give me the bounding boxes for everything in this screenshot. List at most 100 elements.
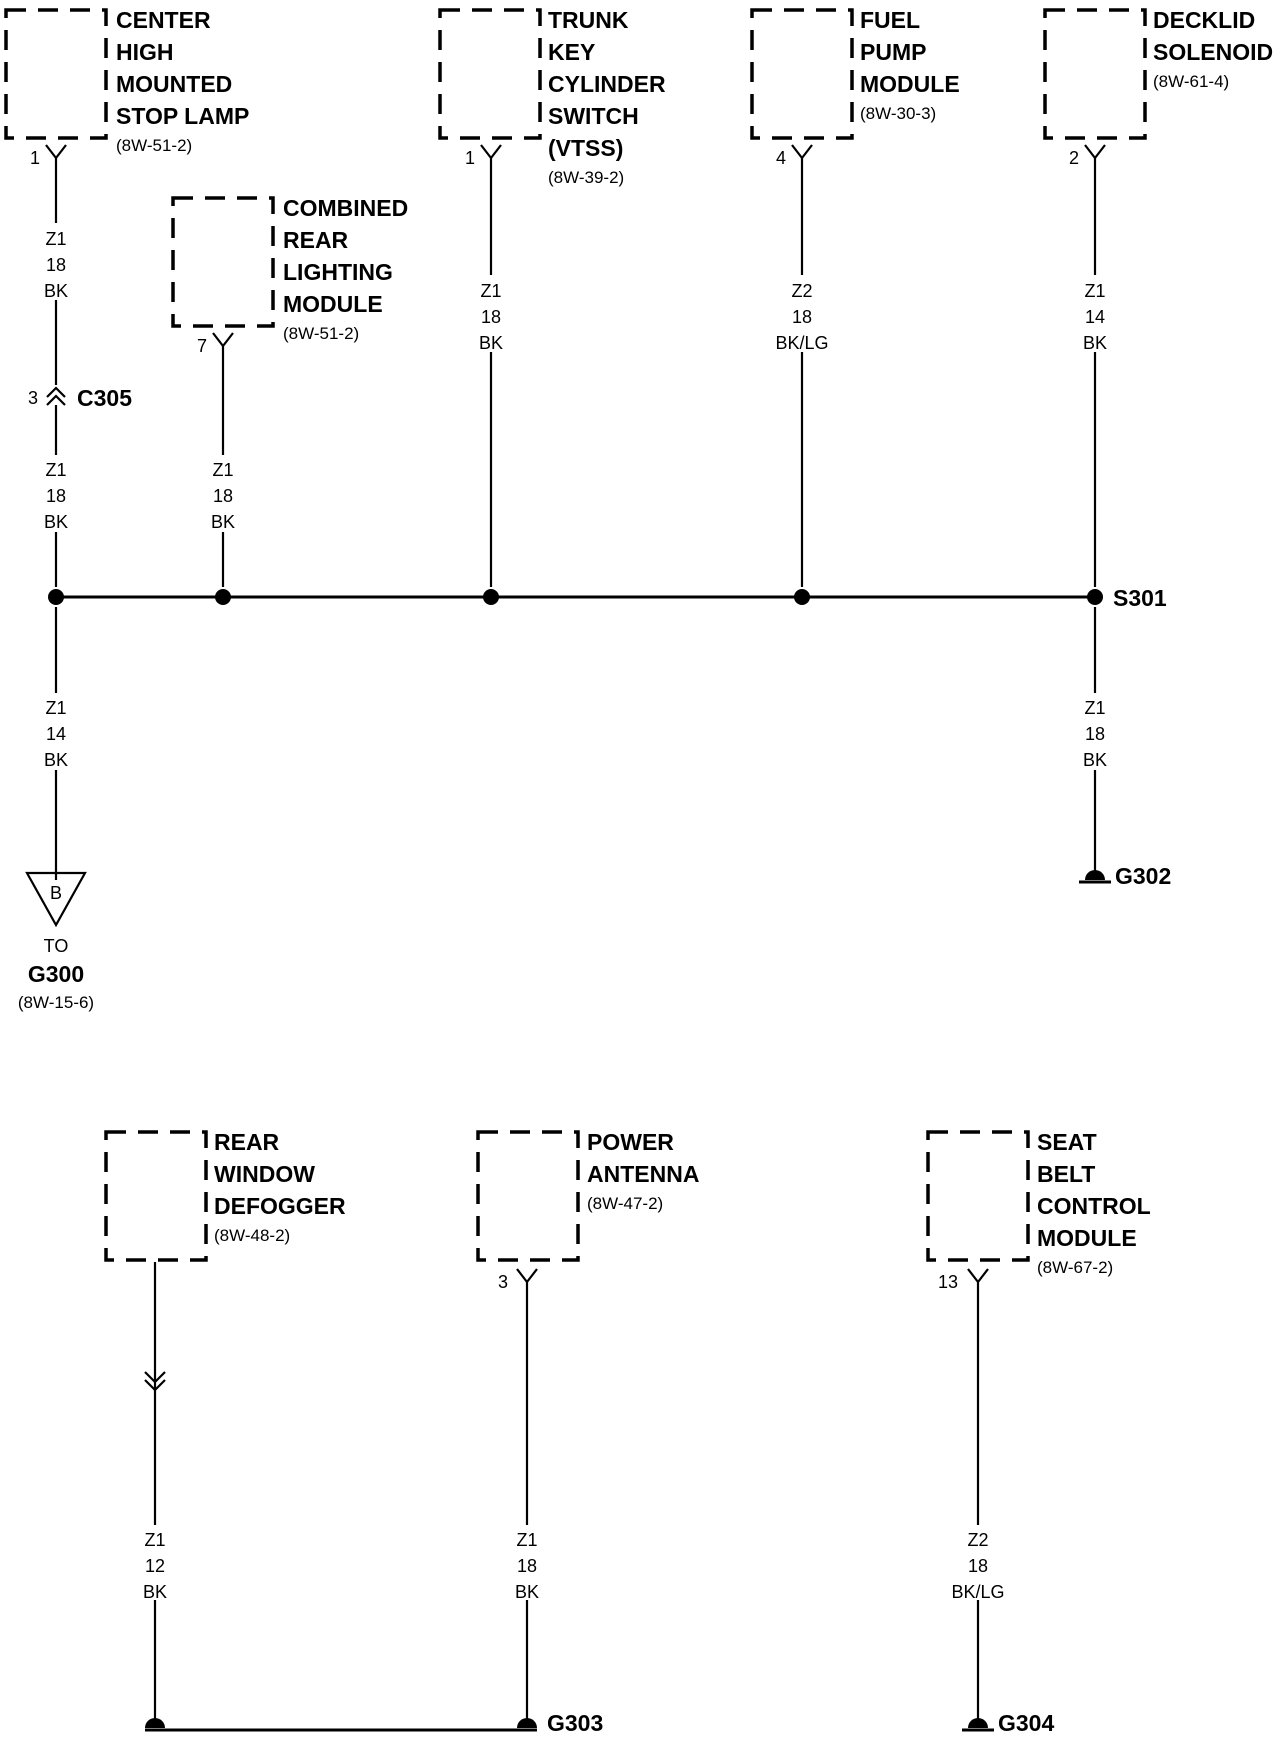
decklid-solenoid-box [1043,8,1147,140]
splice-s301: S301 [48,585,1167,611]
wire-codes-bottom: Z1 12 BK Z1 18 BK Z2 18 BK/LG [143,1530,1005,1602]
svg-text:G303: G303 [547,1710,603,1736]
svg-text:14: 14 [1085,307,1105,327]
combined-rear-lighting-module-box [171,196,275,328]
svg-text:(8W-15-6): (8W-15-6) [18,993,94,1012]
svg-text:(VTSS): (VTSS) [548,135,623,161]
svg-text:CONTROL: CONTROL [1037,1193,1151,1219]
svg-text:18: 18 [481,307,501,327]
svg-text:SWITCH: SWITCH [548,103,639,129]
svg-text:18: 18 [46,486,66,506]
svg-text:Z1: Z1 [212,460,233,480]
svg-text:14: 14 [46,724,66,744]
svg-text:TRUNK: TRUNK [548,7,629,33]
svg-text:BELT: BELT [1037,1161,1095,1187]
svg-text:BK/LG: BK/LG [951,1582,1004,1602]
svg-text:BK: BK [44,512,68,532]
svg-text:SOLENOID: SOLENOID [1153,39,1273,65]
svg-text:MODULE: MODULE [1037,1225,1137,1251]
svg-text:(8W-30-3): (8W-30-3) [860,104,936,123]
svg-text:BK: BK [211,512,235,532]
seatbelt-label: SEAT BELT CONTROL MODULE (8W-67-2) [1037,1129,1151,1277]
svg-text:PUMP: PUMP [860,39,926,65]
pin-connectors-bottom: 3 13 [498,1268,989,1292]
svg-text:G304: G304 [998,1710,1054,1736]
svg-text:(8W-51-2): (8W-51-2) [283,324,359,343]
svg-text:Z1: Z1 [45,698,66,718]
svg-text:Z2: Z2 [791,281,812,301]
svg-text:BK: BK [44,750,68,770]
seat-belt-control-module-box [926,1130,1030,1262]
svg-text:(8W-39-2): (8W-39-2) [548,168,624,187]
svg-text:B: B [50,883,62,903]
ground-g303: G303 [145,1710,603,1736]
svg-text:BK: BK [1083,750,1107,770]
svg-text:Z1: Z1 [144,1530,165,1550]
svg-text:SEAT: SEAT [1037,1129,1097,1155]
svg-text:DEFOGGER: DEFOGGER [214,1193,346,1219]
svg-text:Z1: Z1 [480,281,501,301]
svg-text:BK: BK [479,333,503,353]
svg-text:18: 18 [792,307,812,327]
svg-text:1: 1 [465,148,475,168]
svg-text:MODULE: MODULE [283,291,383,317]
svg-text:(8W-67-2): (8W-67-2) [1037,1258,1113,1277]
wire-codes-top: Z1 18 BK Z1 18 BK Z1 18 BK Z1 18 BK Z2 1… [44,229,1107,770]
connector-c305: 3 C305 [28,385,132,411]
ground-g304: G304 [962,1710,1054,1736]
svg-text:7: 7 [197,336,207,356]
ground-g302: G302 [1079,863,1171,889]
svg-text:TO: TO [44,936,69,956]
svg-text:(8W-48-2): (8W-48-2) [214,1226,290,1245]
svg-text:MOUNTED: MOUNTED [116,71,232,97]
svg-text:POWER: POWER [587,1129,674,1155]
center-high-mounted-stop-lamp-box [4,8,108,140]
svg-text:G300: G300 [28,961,84,987]
svg-text:13: 13 [938,1272,958,1292]
svg-text:BK/LG: BK/LG [775,333,828,353]
svg-text:4: 4 [776,148,786,168]
svg-text:S301: S301 [1113,585,1167,611]
svg-text:Z1: Z1 [1084,698,1105,718]
antenna-label: POWER ANTENNA (8W-47-2) [587,1129,699,1213]
svg-text:3: 3 [28,388,38,408]
svg-text:REAR: REAR [283,227,349,253]
svg-text:REAR: REAR [214,1129,280,1155]
svg-text:Z1: Z1 [45,460,66,480]
svg-text:(8W-47-2): (8W-47-2) [587,1194,663,1213]
svg-text:Z2: Z2 [967,1530,988,1550]
trunk-key-cylinder-switch-box [438,8,542,140]
trunk-switch-label: TRUNK KEY CYLINDER SWITCH (VTSS) (8W-39-… [548,7,666,187]
svg-text:3: 3 [498,1272,508,1292]
svg-text:18: 18 [46,255,66,275]
svg-text:Z1: Z1 [516,1530,537,1550]
svg-text:18: 18 [1085,724,1105,744]
svg-text:LIGHTING: LIGHTING [283,259,393,285]
svg-text:(8W-51-2): (8W-51-2) [116,136,192,155]
svg-text:C305: C305 [77,385,132,411]
svg-text:BK: BK [44,281,68,301]
wires-bottom [145,1262,980,1732]
svg-text:WINDOW: WINDOW [214,1161,315,1187]
chmsl-label: CENTER HIGH MOUNTED STOP LAMP (8W-51-2) [116,7,249,155]
svg-text:BK: BK [1083,333,1107,353]
crlm-label: COMBINED REAR LIGHTING MODULE (8W-51-2) [283,195,408,343]
svg-text:HIGH: HIGH [116,39,174,65]
svg-text:BK: BK [515,1582,539,1602]
svg-text:MODULE: MODULE [860,71,960,97]
rear-window-defogger-box [104,1130,208,1262]
svg-text:18: 18 [517,1556,537,1576]
svg-text:BK: BK [143,1582,167,1602]
svg-text:Z1: Z1 [1084,281,1105,301]
svg-text:1: 1 [30,148,40,168]
fuel-pump-module-box [750,8,854,140]
offpage-connector-g300: B TO G300 (8W-15-6) [18,871,94,1012]
svg-text:ANTENNA: ANTENNA [587,1161,699,1187]
decklid-label: DECKLID SOLENOID (8W-61-4) [1153,7,1273,91]
svg-text:CENTER: CENTER [116,7,211,33]
svg-text:STOP LAMP: STOP LAMP [116,103,249,129]
svg-text:COMBINED: COMBINED [283,195,408,221]
svg-text:CYLINDER: CYLINDER [548,71,666,97]
power-antenna-box [476,1130,580,1262]
